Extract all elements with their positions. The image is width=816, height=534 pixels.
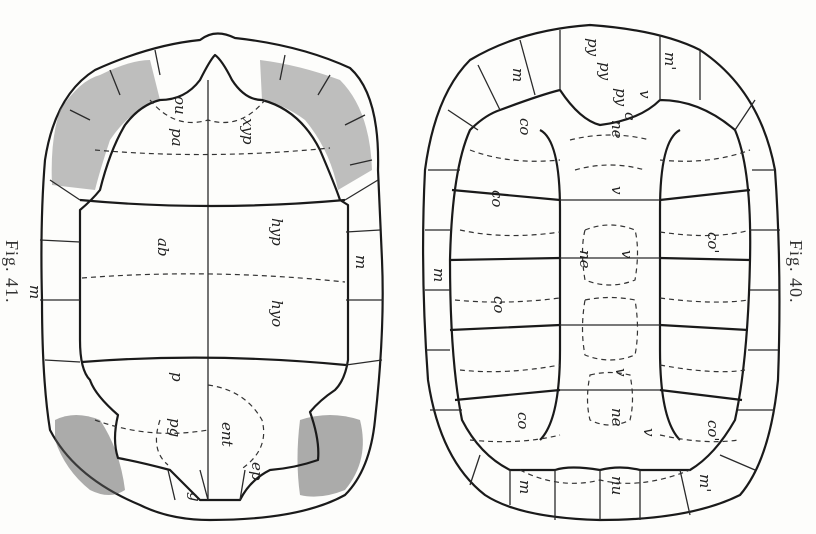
fig40-inner-outline [450, 90, 750, 470]
fig41-label-hyp: hyp [268, 218, 286, 246]
fig40-label-ne-top: ne [608, 120, 626, 139]
fig41-label-hyo: hyo [268, 300, 286, 327]
fig41-shade-bl [55, 415, 125, 495]
fig41-label-pg: pg [166, 418, 184, 437]
fig41-label-m-left: m [26, 285, 44, 299]
fig40-costal-left-boundary [540, 130, 560, 440]
fig41-suture-1 [95, 148, 330, 155]
fig40-label-co-l3: co [514, 412, 532, 429]
fig40-label-ne-mid: ne [576, 250, 594, 269]
fig41-label-m-right: m [352, 255, 370, 269]
fig40-costal-right-boundary [660, 130, 680, 440]
fig40-label-v-top: v [636, 90, 654, 99]
fig40-label-co-l2: co [490, 296, 508, 313]
fig41-caption: Fig. 41. [2, 240, 22, 304]
fig40-label-nu: nu [608, 476, 626, 495]
fig40-label-m-tl: m [509, 68, 527, 82]
fig40-transverse-3 [450, 325, 748, 330]
fig40-outer-outline [423, 25, 779, 520]
fig40-label-m-bl: m [516, 480, 534, 494]
fig40-caption: Fig. 40. [786, 240, 806, 304]
fig40-marginal-lines [425, 30, 780, 520]
fig41-label-xyp: xyp [239, 118, 257, 145]
fig40-label-ne-low: ne [608, 408, 626, 427]
fig40-carapace: py py py m m' v c co ne v co co' ne v m … [423, 25, 806, 520]
fig40-vertebral-lines [560, 200, 660, 390]
fig40-label-co-l1: co [488, 190, 506, 207]
fig40-label-v-mid: v [618, 250, 636, 259]
fig41-suture-6 [95, 420, 208, 433]
fig40-label-co-tl: co [516, 118, 534, 135]
fig40-label-py-top: py [584, 38, 602, 57]
fig40-labels: py py py m m' v c co ne v co co' ne v m … [430, 38, 722, 495]
fig40-label-m-tr: m' [661, 52, 679, 70]
fig41-label-ent: ent [218, 422, 236, 448]
fig40-label-v-low2: v [640, 428, 658, 437]
fig41-plastron: ou pa xyp hyp ab hyo m m p pg ent ep g F… [2, 33, 383, 520]
fig40-neural-sutures [570, 135, 650, 425]
fig41-lower-plates [168, 470, 245, 500]
fig41-label-g: g [186, 492, 204, 502]
fig41-shade-tr [260, 60, 372, 190]
fig40-transverse-4 [455, 390, 742, 400]
fig40-label-v-2: v [608, 186, 626, 195]
fig40-label-co-r1: co' [704, 232, 722, 254]
fig41-line-1 [80, 200, 345, 206]
fig40-pygal-suture [520, 470, 690, 483]
fig41-label-ab: ab [154, 238, 172, 257]
fig41-label-ou: ou [171, 96, 189, 115]
fig41-label-ep: ep [248, 462, 266, 481]
fig40-label-m-left: m [430, 268, 448, 282]
fig40-label-m-br: m' [696, 474, 714, 492]
fig40-label-v-low: v [612, 368, 630, 377]
fig41-bridge-lines [45, 180, 382, 365]
fig41-suture-2 [82, 274, 345, 282]
fig41-label-p: p [168, 372, 186, 382]
fig41-label-pa: pa [168, 128, 186, 147]
fig41-line-2 [82, 358, 346, 365]
fig40-label-py-3: py [612, 88, 630, 107]
fig40-label-co-r2: co' [704, 420, 722, 442]
fig40-label-py-2: py [596, 62, 614, 81]
